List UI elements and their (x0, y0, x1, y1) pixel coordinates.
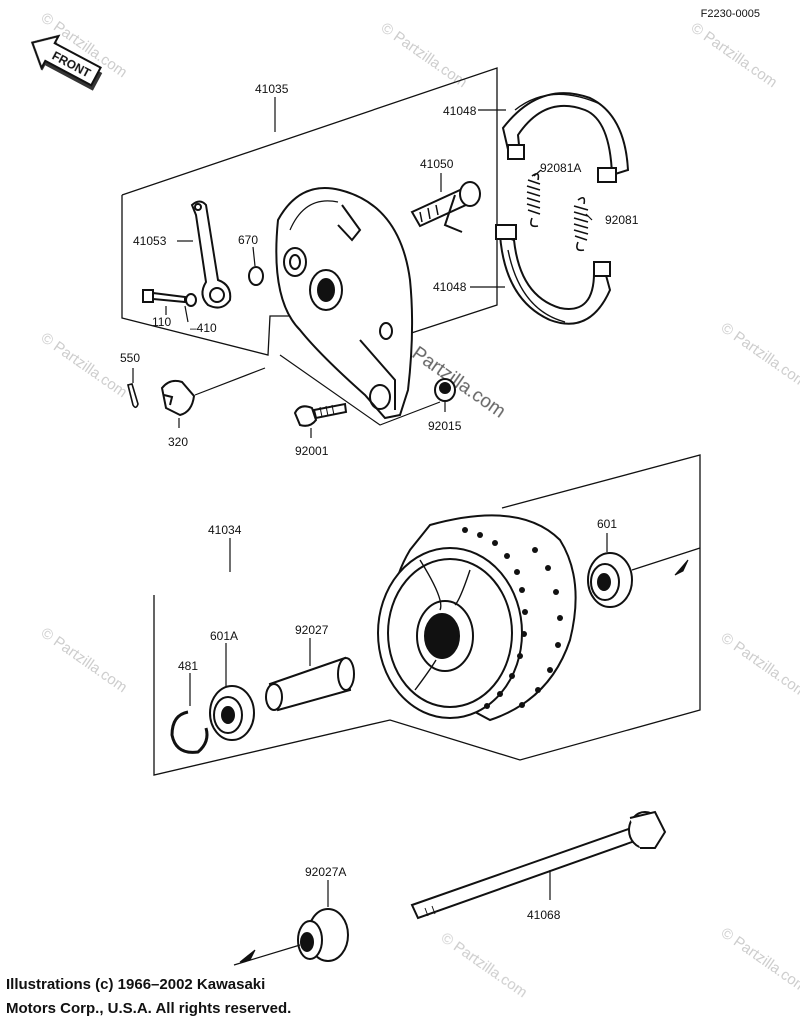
svg-text:© Partzilla.com: © Partzilla.com (38, 329, 131, 401)
brake-panel-plate (275, 187, 414, 420)
label-670: 670 (238, 233, 258, 247)
leader-lines (132, 109, 608, 706)
bolt-110 (142, 289, 186, 304)
svg-text:© Partzilla.com: © Partzilla.com (38, 624, 131, 696)
svg-text:© Partzilla.com: © Partzilla.com (718, 924, 800, 996)
label-41050: 41050 (420, 157, 454, 171)
return-spring-92081a (526, 172, 541, 228)
label-481: 481 (178, 659, 198, 673)
hub-spoke-holes (462, 527, 563, 709)
brake-camshaft (410, 173, 481, 233)
label-320: 320 (168, 435, 188, 449)
label-92015: 92015 (428, 419, 462, 433)
label-601a: 601A (210, 629, 238, 643)
copyright-line-2: Motors Corp., U.S.A. All rights reserved… (6, 1000, 292, 1017)
bearing-601a (209, 685, 255, 741)
diagram-reference-code: F2230-0005 (700, 8, 760, 20)
label-41034: 41034 (208, 523, 242, 537)
label-92081: 92081 (605, 213, 639, 227)
return-spring-92081 (573, 196, 589, 252)
label-92027a: 92027A (305, 865, 346, 879)
copyright-notice: Illustrations (c) 1966–2002 Kawasaki Mot… (6, 973, 291, 1021)
brake-shoe-lower (495, 224, 612, 325)
svg-text:© Partzilla.com: © Partzilla.com (438, 929, 531, 1001)
svg-text:© Partzilla.com: © Partzilla.com (718, 319, 800, 391)
circlip-481 (170, 710, 209, 754)
nut-92015 (434, 378, 456, 402)
label-110: 110 (152, 315, 171, 329)
distance-collar-92027 (265, 656, 355, 712)
collar-92027a (297, 908, 349, 962)
label-41048-lower: 41048 (433, 280, 467, 294)
label-92001: 92001 (295, 444, 329, 458)
label-550: 550 (120, 351, 140, 365)
svg-text:© Partzilla.com: © Partzilla.com (688, 19, 781, 91)
washer-410 (185, 293, 197, 307)
svg-text:© Partzilla.com: © Partzilla.com (718, 629, 800, 701)
label-41053: 41053 (133, 234, 167, 248)
part-labels: 41035 41048 41050 92081A 92081 41053 670… (120, 82, 639, 922)
svg-text:© Partzilla.com: © Partzilla.com (378, 19, 471, 91)
brake-lever-arm (190, 200, 232, 309)
brake-shoe-upper (501, 92, 630, 183)
copyright-line-1: Illustrations (c) 1966–2002 Kawasaki (6, 976, 266, 993)
oil-seal-670 (248, 266, 264, 286)
bearing-601 (587, 552, 633, 608)
wheel-hub (377, 514, 577, 722)
label-410: –410 (190, 321, 217, 335)
label-41035: 41035 (255, 82, 289, 96)
cotter-pin-550 (127, 383, 139, 409)
label-92027: 92027 (295, 623, 329, 637)
label-92081a: 92081A (540, 161, 581, 175)
label-601: 601 (597, 517, 617, 531)
label-41048-upper: 41048 (443, 104, 477, 118)
watermarks: © Partzilla.com © Partzilla.com © Partzi… (38, 9, 800, 1001)
bolt-92001 (293, 402, 348, 427)
label-41068: 41068 (527, 908, 561, 922)
wheel-hub-group-outline (153, 454, 701, 776)
axle-41068 (410, 810, 667, 920)
castle-nut-320 (160, 379, 196, 417)
